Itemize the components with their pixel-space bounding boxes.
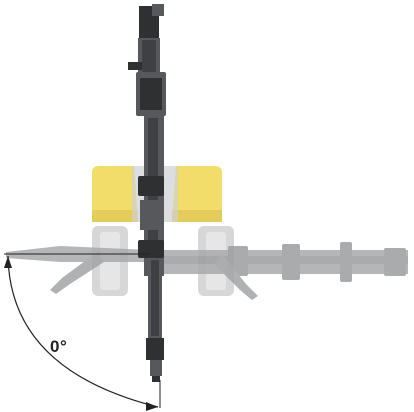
cab-left-panel xyxy=(92,166,138,222)
angle-arc xyxy=(7,255,159,408)
arrow-head-top xyxy=(4,256,12,268)
arrow-head-bottom xyxy=(146,402,158,411)
angle-label: 0° xyxy=(50,337,68,356)
cab-right-panel xyxy=(172,166,222,222)
angle-indicator xyxy=(4,253,161,411)
